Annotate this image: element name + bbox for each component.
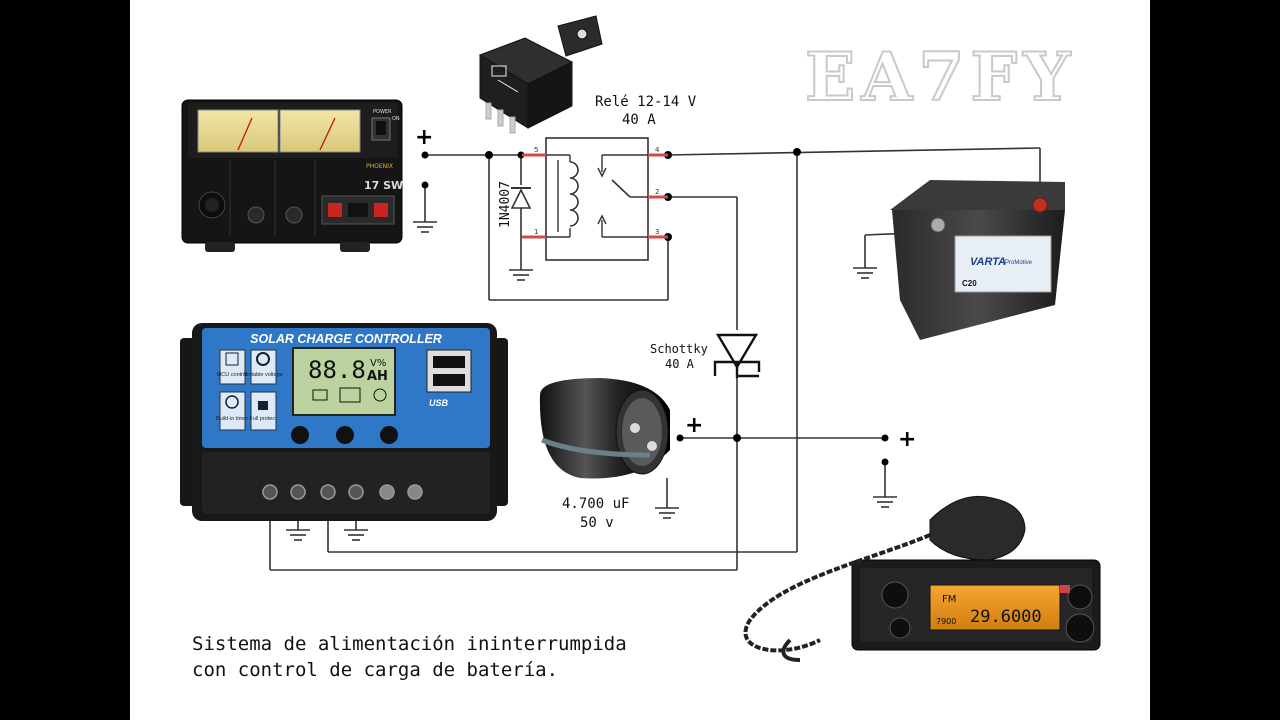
radio-mode: FM	[942, 594, 956, 605]
diode-1n4007	[510, 187, 532, 209]
battery-model: C20	[962, 279, 977, 288]
relay-pin-5: 5	[534, 146, 538, 154]
controller-usb-label: USB	[429, 398, 449, 408]
radio-frequency: 29.6000	[970, 607, 1042, 627]
capacitor-photo	[539, 378, 670, 479]
psu-model: 17 SW	[364, 179, 403, 192]
radio-button-red[interactable]	[1060, 585, 1070, 593]
relay-pin-2: 2	[655, 188, 659, 196]
schottky-label-line2: 40 A	[665, 357, 695, 371]
battery-icon	[339, 387, 361, 403]
radio-knob-right[interactable]	[1067, 584, 1093, 610]
watermark: EA7FY	[805, 38, 1076, 116]
lock-icon	[258, 401, 268, 410]
gear-icon	[256, 352, 270, 366]
controller-lcd	[292, 347, 396, 416]
bulb-icon	[373, 388, 387, 402]
junction-dots	[421, 148, 1043, 466]
clock-icon	[225, 395, 239, 409]
radio-knob-left-lower[interactable]	[889, 617, 911, 639]
feature-timer: Build-in timer	[216, 416, 248, 422]
controller-button-3[interactable]	[380, 426, 398, 444]
relay-pin-3: 3	[655, 228, 659, 236]
feature-mcu: MCU control	[217, 372, 248, 378]
diode-1n4007-label: 1N4007	[498, 181, 513, 228]
controller-lcd-unit-bottom: AH	[367, 369, 388, 384]
psu-power-label: POWER	[373, 109, 392, 115]
solar-panel-icon	[312, 389, 328, 401]
relay-label-line2: 40 A	[622, 112, 656, 128]
schottky-label-line1: Schottky	[650, 342, 708, 356]
schematic: EA7FY	[180, 15, 1101, 681]
controller-lcd-unit-top: V%	[370, 358, 386, 369]
cap-plus-label: +	[685, 413, 703, 438]
psu-on-label: ON	[392, 116, 400, 122]
controller-lcd-value: 88.8	[308, 356, 366, 384]
controller-button-1[interactable]	[291, 426, 309, 444]
radio-knob-left[interactable]	[881, 581, 909, 609]
feature-protect: Full protect	[249, 416, 277, 422]
capacitor-label-line2: 50 v	[580, 515, 614, 531]
battery-brand: VARTA	[970, 256, 1006, 268]
relay-pin-1: 1	[534, 228, 538, 236]
battery-sub: ProMotive	[1005, 260, 1033, 266]
schottky-diode	[713, 333, 761, 378]
caption-line1: Sistema de alimentación ininterrumpida	[192, 633, 627, 655]
solar-charge-controller: SOLAR CHARGE CONTROLLER MCU control Sett…	[180, 323, 508, 521]
radio-knob-channel[interactable]	[1065, 613, 1095, 643]
controller-title: SOLAR CHARGE CONTROLLER	[250, 332, 442, 346]
diagram-canvas: EA7FY	[130, 0, 1150, 720]
radio-channel: 7900	[936, 617, 956, 626]
power-supply-photo: POWER ON PHOENIX 17 SW	[181, 99, 403, 252]
ground-symbols	[286, 221, 897, 541]
output-plus-label: +	[898, 427, 916, 452]
radio-photo: FM 29.6000 7900	[743, 495, 1101, 662]
relay-pin-4: 4	[655, 146, 660, 154]
feature-settable: Settable voltage	[243, 372, 282, 378]
chip-icon	[225, 352, 239, 366]
relay-schematic: 5 1 4 2 3	[522, 137, 668, 261]
controller-button-2[interactable]	[336, 426, 354, 444]
battery-photo: VARTA ProMotive C20	[890, 180, 1065, 340]
psu-brand: PHOENIX	[366, 163, 393, 170]
caption-line2: con control de carga de batería.	[192, 659, 558, 681]
relay-photo	[478, 15, 603, 134]
psu-plus-label: +	[415, 125, 433, 150]
capacitor-label-line1: 4.700 uF	[562, 496, 629, 512]
relay-label-line1: Relé 12-14 V	[595, 94, 697, 110]
